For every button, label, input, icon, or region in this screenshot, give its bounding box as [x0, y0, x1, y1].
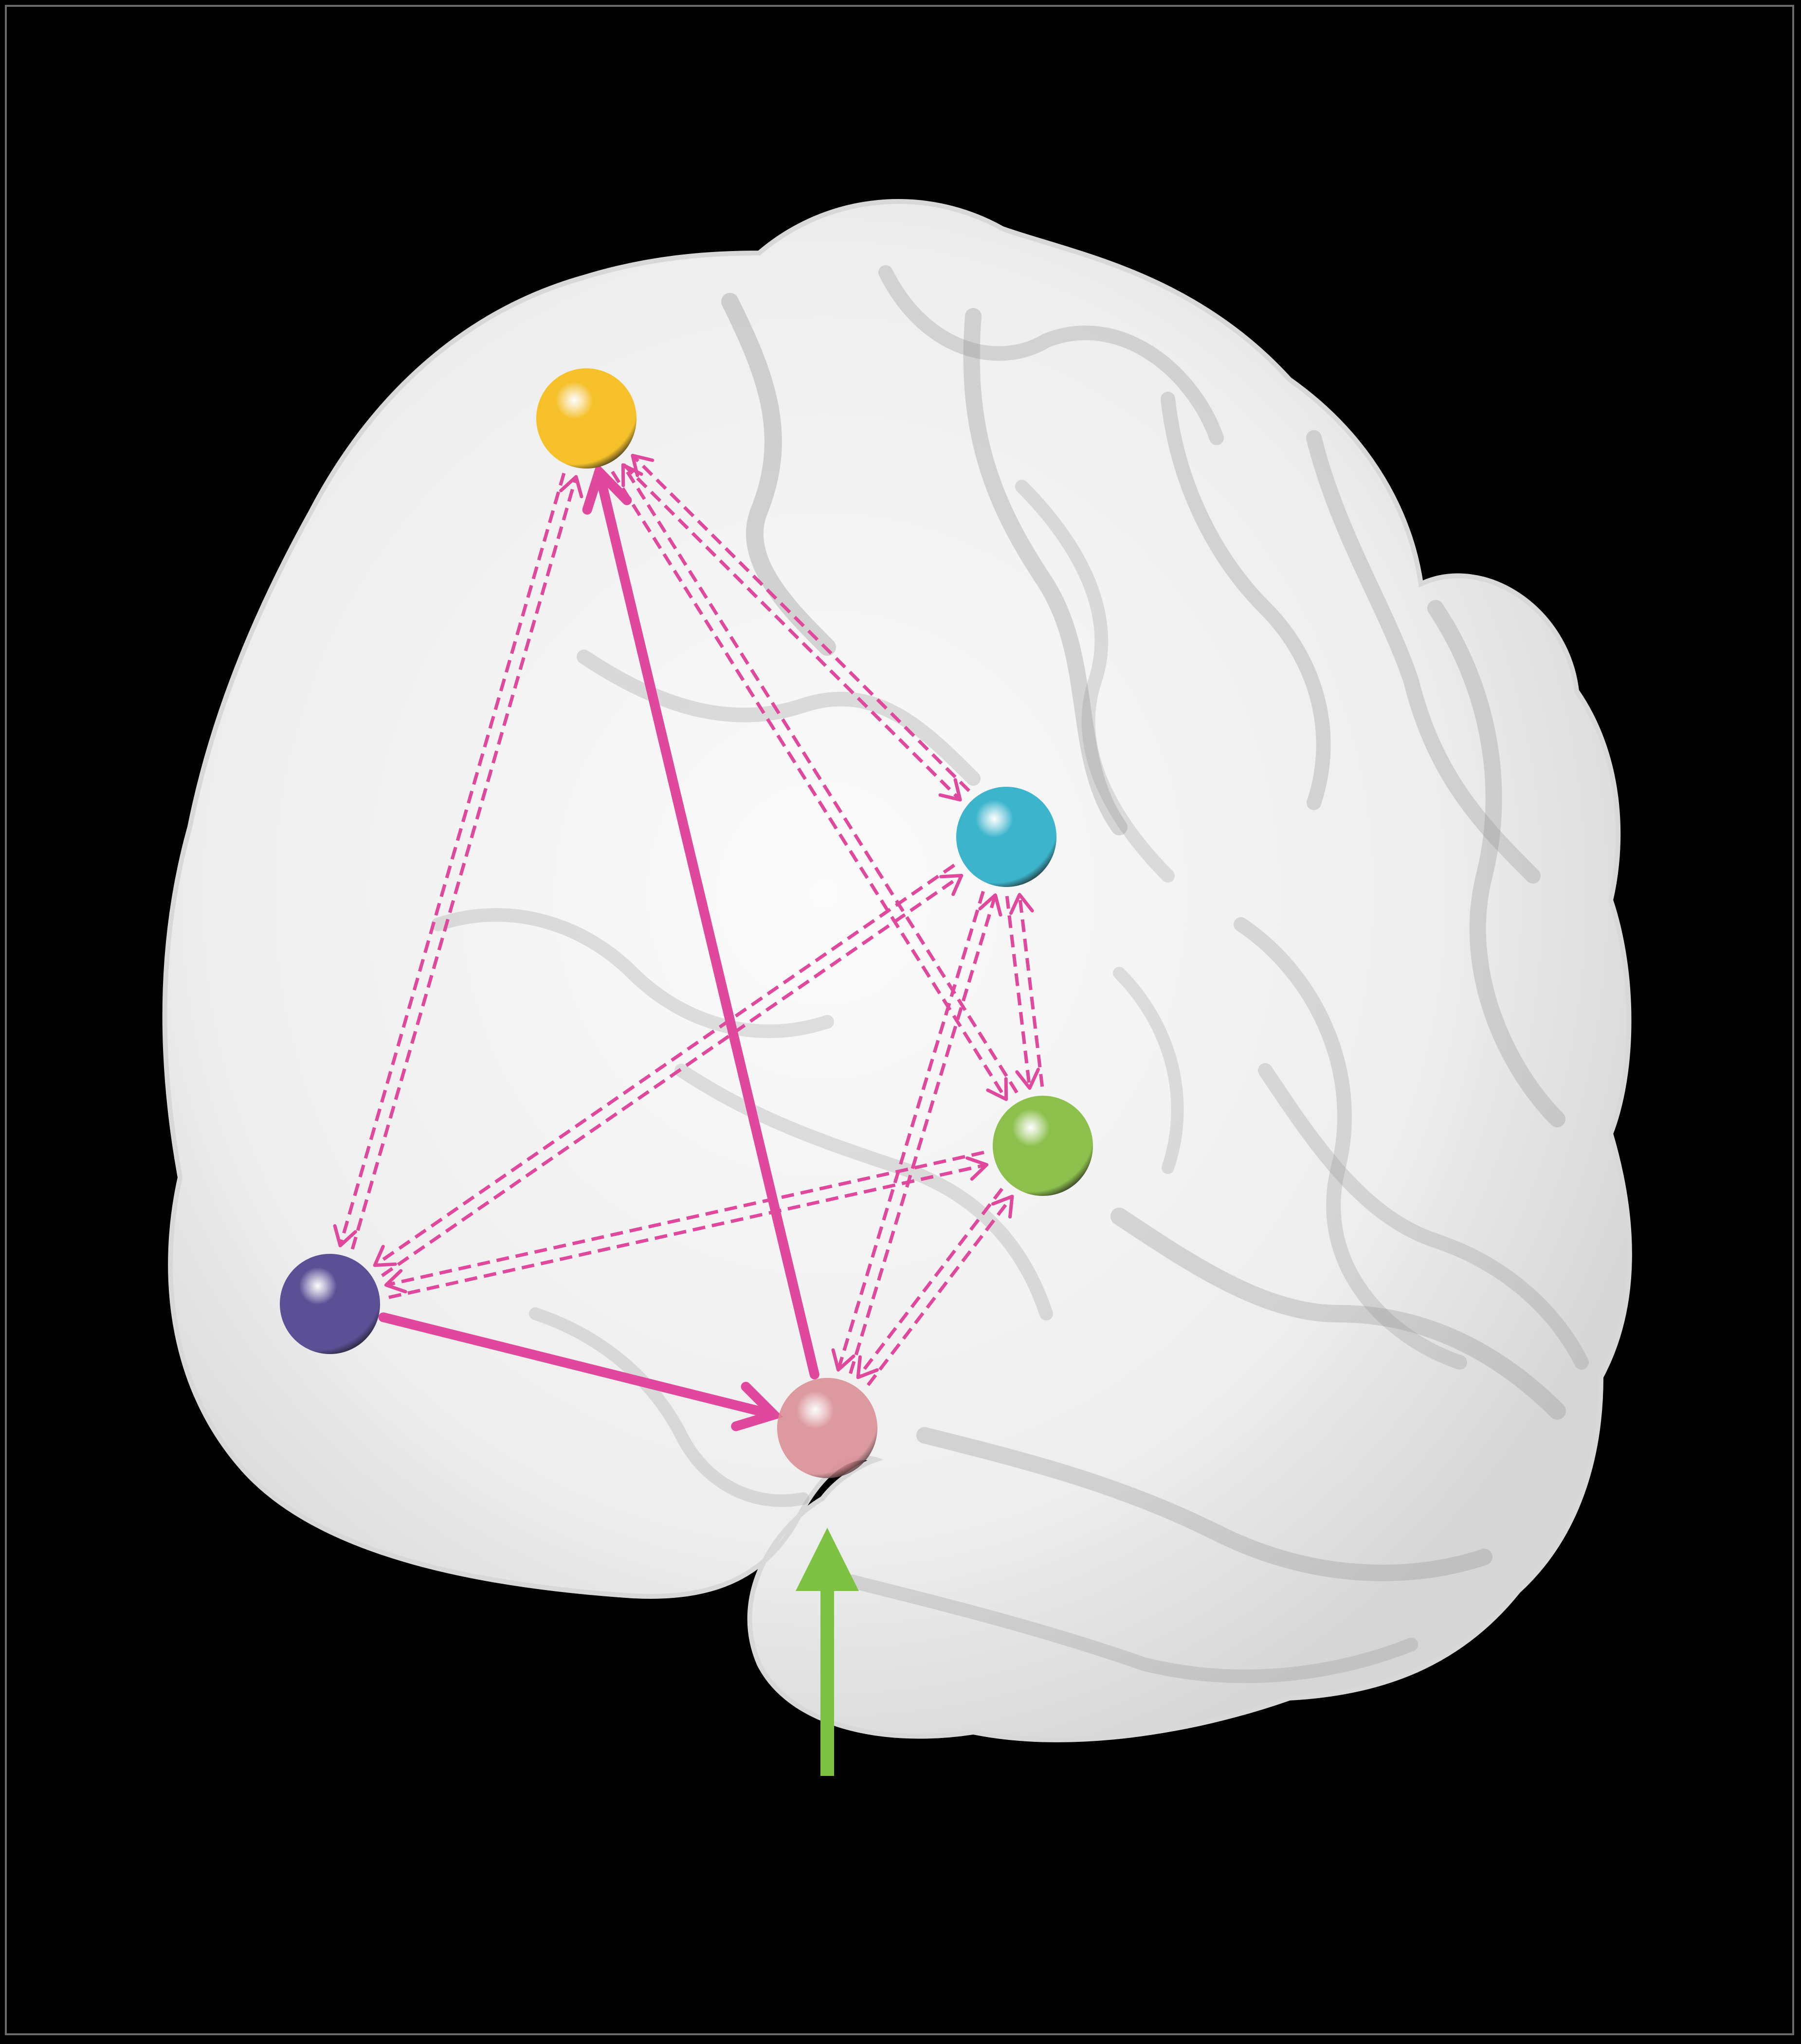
- dashed-line: [837, 891, 985, 1371]
- connection-yellow-green: [611, 463, 1019, 1101]
- dashed-line: [388, 1163, 987, 1299]
- brain-fold: [1113, 967, 1184, 1174]
- node-green: [993, 1096, 1093, 1196]
- input-arrow-shaft: [820, 1586, 834, 1776]
- brain-fold: [963, 308, 1128, 835]
- arrowhead: [1009, 893, 1034, 915]
- dashed-line: [350, 476, 578, 1250]
- node-yellow-sphere: [536, 368, 637, 469]
- brain-fold: [721, 293, 836, 656]
- brain-fold: [529, 1307, 809, 1507]
- driving-input: [796, 1528, 859, 1776]
- driving-input-arrow: [796, 1528, 859, 1776]
- arrowhead: [978, 893, 1002, 917]
- arrowhead: [831, 1348, 855, 1372]
- connection-green-pink: [856, 1188, 1014, 1386]
- arrowhead: [986, 1077, 1008, 1101]
- node-cyan: [956, 787, 1056, 887]
- brain-fold: [1110, 1208, 1566, 1420]
- arrowhead: [1015, 1067, 1040, 1090]
- brain-fold: [845, 1574, 1418, 1683]
- connection-purple-cyan: [373, 864, 964, 1277]
- arrowhead: [856, 1355, 879, 1379]
- dashed-line: [381, 874, 963, 1277]
- dashed-line: [622, 463, 962, 801]
- brain-fold: [1161, 392, 1331, 810]
- node-purple: [280, 1254, 380, 1354]
- arrowhead: [939, 873, 964, 896]
- connection-cyan-pink: [831, 891, 1002, 1374]
- solid-line: [378, 1312, 769, 1417]
- brain-fold: [1015, 480, 1175, 883]
- dashed-line: [856, 1188, 1004, 1379]
- dashed-line: [385, 1151, 984, 1287]
- arrow-pink-to-yellow: [582, 463, 819, 1380]
- arrowhead: [991, 1194, 1014, 1219]
- connection-cyan-green: [1005, 893, 1044, 1090]
- input-arrow-head: [796, 1528, 859, 1591]
- solid-line: [596, 476, 819, 1380]
- dashed-line: [1018, 894, 1044, 1087]
- arrowhead: [631, 453, 655, 477]
- node-green-sphere: [993, 1096, 1093, 1196]
- bidirectional-connections: [333, 453, 1044, 1386]
- brain-fold: [1234, 917, 1467, 1370]
- dashed-line: [631, 454, 970, 792]
- arrowhead: [333, 1224, 357, 1248]
- arrowhead: [559, 475, 583, 499]
- dashed-line: [621, 464, 1019, 1094]
- connection-purple-green: [384, 1151, 989, 1299]
- dashed-line: [849, 894, 997, 1374]
- brain-fold: [916, 1427, 1492, 1581]
- node-purple-sphere: [280, 1254, 380, 1354]
- region-nodes: [280, 368, 1093, 1478]
- arrow-purple-to-pink: [378, 1312, 783, 1431]
- arrowhead: [731, 1381, 783, 1431]
- dashed-line: [338, 472, 566, 1247]
- modulated-connections: [378, 463, 819, 1431]
- brain-fold: [1306, 430, 1541, 884]
- node-pink: [777, 1378, 877, 1478]
- brain-fold: [1258, 1063, 1589, 1370]
- connection-yellow-cyan: [622, 453, 970, 802]
- arrowhead: [938, 778, 962, 802]
- arrowhead: [582, 463, 632, 515]
- dashed-line: [611, 470, 1008, 1101]
- arrowhead: [384, 1269, 407, 1294]
- arrowhead: [965, 1156, 989, 1181]
- node-yellow: [536, 368, 637, 469]
- connection-purple-yellow: [333, 472, 583, 1250]
- node-cyan-sphere: [956, 787, 1056, 887]
- dashed-line: [1005, 896, 1032, 1088]
- brain-fold: [878, 265, 1224, 445]
- node-pink-sphere: [777, 1378, 877, 1478]
- dashed-line: [866, 1195, 1014, 1386]
- brain-fold: [1427, 600, 1565, 1127]
- dashed-line: [374, 864, 956, 1267]
- arrowhead: [621, 463, 643, 488]
- brain-fold: [431, 908, 834, 1038]
- arrowhead: [373, 1245, 397, 1267]
